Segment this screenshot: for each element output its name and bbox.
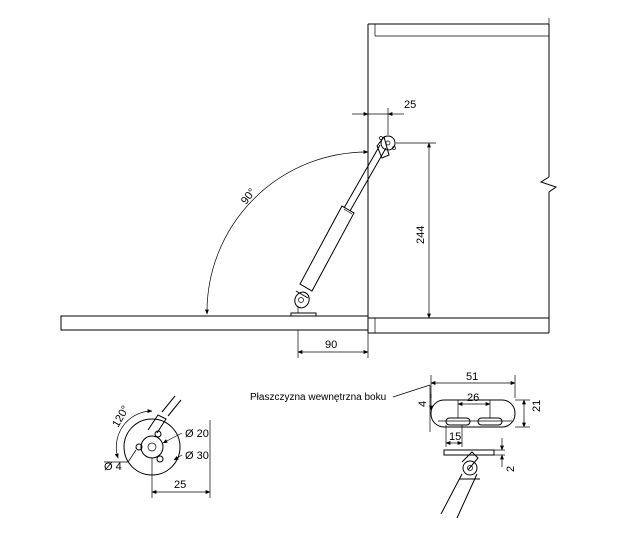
plate-dim-2-label: 2 xyxy=(505,466,517,472)
side-plate-detail: Płaszczyzna wewnętrzna boku 51 26 21 4 1… xyxy=(250,371,543,519)
cabinet-side-panel xyxy=(367,18,558,334)
dim-25-label: 25 xyxy=(404,99,416,111)
dimension-angle-90: 90° xyxy=(204,150,369,315)
door-panel xyxy=(60,315,369,331)
plate-dim-26-label: 26 xyxy=(467,392,479,404)
dim-244-label: 244 xyxy=(415,226,427,244)
dimension-244: 244 xyxy=(375,142,436,319)
gas-strut xyxy=(290,135,396,317)
outer-diameter-label: Ø 30 xyxy=(185,450,209,462)
angle-120-label: 120° xyxy=(110,404,132,430)
inner-diameter-label: Ø 20 xyxy=(185,428,209,440)
bracket-detail: 120° Ø 4 Ø 20 Ø 30 25 xyxy=(104,395,211,498)
bracket-dim-25-label: 25 xyxy=(174,479,186,491)
plate-dim-15-label: 15 xyxy=(449,431,461,443)
angle-90-label: 90° xyxy=(239,186,259,207)
plate-dim-51-label: 51 xyxy=(466,371,478,383)
hole-diameter-label: Ø 4 xyxy=(104,461,122,473)
dimension-90: 90 xyxy=(297,330,369,358)
dimension-25-top: 25 xyxy=(352,99,416,135)
plate-dim-4-label: 4 xyxy=(417,401,429,407)
plate-dim-21-label: 21 xyxy=(531,400,543,412)
dim-90-label: 90 xyxy=(325,339,337,351)
side-plane-label: Płaszczyzna wewnętrzna boku xyxy=(250,392,386,403)
